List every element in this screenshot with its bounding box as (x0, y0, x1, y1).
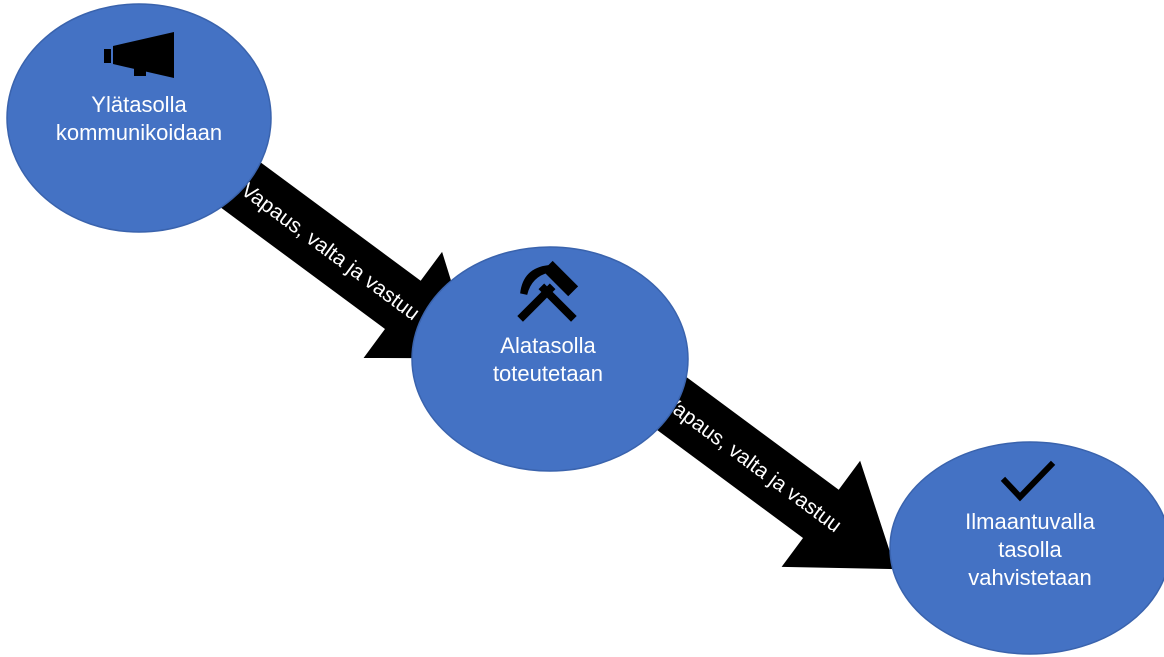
node-emergent-level: Ilmaantuvalla tasolla vahvistetaan (889, 441, 1164, 655)
arrow-1-label: Vapaus, valta ja vastuu (237, 178, 424, 325)
node-bottom-level: Alatasolla toteutetaan (411, 246, 689, 472)
megaphone-icon (104, 32, 174, 78)
node-bottom-ellipse (411, 246, 689, 472)
node-emergent-label-line-1: Ilmaantuvalla (965, 509, 1095, 534)
node-emergent-label-line-2: tasolla (998, 537, 1062, 562)
arrow-2-label: Vapaus, valta ja vastuu (659, 390, 846, 537)
node-bottom-label-line-1: Alatasolla (500, 333, 596, 358)
node-top-ellipse (6, 3, 272, 233)
checkmark-icon (1000, 460, 1056, 502)
arrow-2-shape (622, 355, 896, 570)
node-bottom-label-line-2: toteutetaan (493, 361, 603, 386)
arrow-1-shape (212, 152, 476, 359)
node-top-label-line-1: Ylätasolla (91, 92, 187, 117)
node-emergent-ellipse (889, 441, 1164, 655)
node-top-label-line-2: kommunikoidaan (56, 120, 222, 145)
node-top-level: Ylätasolla kommunikoidaan (6, 3, 272, 233)
node-emergent-label-line-3: vahvistetaan (968, 565, 1092, 590)
